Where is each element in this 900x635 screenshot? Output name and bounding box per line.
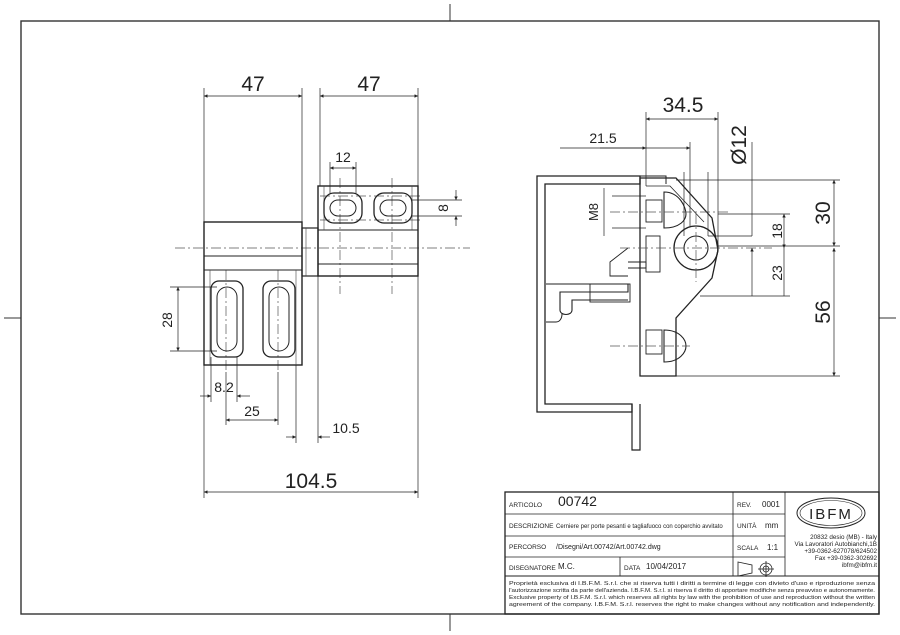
label-path: PERCORSO: [509, 544, 546, 551]
label-unit: UNITÀ: [737, 521, 757, 530]
right-leaf: [317, 185, 419, 277]
dim-8: 8: [435, 204, 451, 212]
notice-line-4: agreement of the company. I.B.F.M. S.r.l…: [509, 602, 876, 608]
address-line-2: Via Lavoratori Autobianchi,1B: [795, 541, 878, 548]
address-line-1: 20832 desio (MB) - Italy: [810, 534, 878, 541]
dim-8-2: 8.2: [214, 379, 234, 395]
label-scale: SCALA: [737, 545, 759, 552]
value-date: 10/04/2017: [646, 562, 687, 571]
dim-18: 18: [769, 223, 785, 239]
notice-line-2: l'autorizzazione scritta da parte dell'a…: [509, 588, 875, 594]
dim-47-right: 47: [357, 73, 380, 96]
front-view: [175, 178, 470, 372]
sheet-frame: [4, 4, 896, 631]
value-unit: mm: [765, 521, 779, 530]
notice-line-3: Exclusive property of I.B.F.M. S.r.l. wh…: [509, 595, 875, 601]
company-logo: IBFM: [796, 497, 866, 529]
side-dimensions: [560, 112, 840, 377]
value-rev: 0001: [762, 500, 780, 509]
dim-30: 30: [812, 201, 835, 224]
dim-diameter-12: Ø12: [728, 125, 751, 165]
dim-34-5: 34.5: [663, 94, 704, 117]
label-description: DESCRIZIONE: [509, 523, 554, 530]
dim-25: 25: [244, 403, 260, 419]
title-block: ARTICOLO 00742 REV. 0001 DESCRIZIONE Cer…: [504, 491, 880, 615]
logo-text: IBFM: [809, 506, 853, 523]
side-dimension-labels: 34.5 21.5 Ø12 M8 30 18 23 56: [586, 94, 835, 324]
label-article: ARTICOLO: [509, 502, 542, 509]
dim-28: 28: [159, 312, 175, 328]
dim-23: 23: [769, 265, 785, 281]
dim-12: 12: [335, 149, 351, 165]
right-leaf-slots: [323, 192, 413, 224]
company-address: 20832 desio (MB) - Italy Via Lavoratori …: [795, 534, 878, 569]
label-designer: DISEGNATORE: [509, 565, 556, 572]
label-rev: REV.: [737, 502, 752, 509]
dim-21-5: 21.5: [589, 130, 616, 146]
address-line-3: +39-0362-627078/624502: [804, 548, 877, 555]
front-dimension-labels: 47 47 12 8 28 8.2 25 10.5 104.5: [159, 73, 451, 493]
projection-symbol-icon: [737, 561, 774, 577]
value-description: Cerniere per porte pesanti e tagliafuoco…: [556, 524, 723, 530]
label-date: DATA: [624, 565, 641, 572]
side-centerlines: [610, 211, 772, 347]
value-article: 00742: [558, 493, 597, 509]
legal-notice: Proprietà esclusiva di I.B.F.M. S.r.l. c…: [509, 581, 876, 608]
address-line-4: Fax +39-0362-302692: [815, 555, 878, 562]
front-centerlines: [175, 178, 470, 372]
left-leaf-slots: [210, 280, 296, 358]
dim-104-5: 104.5: [285, 470, 338, 493]
notice-line-1: Proprietà esclusiva di I.B.F.M. S.r.l. c…: [509, 581, 876, 587]
dim-10-5: 10.5: [332, 420, 359, 436]
value-path: /Disegni/Art.00742/Art.00742.dwg: [556, 544, 661, 551]
front-dimensions: [170, 88, 462, 498]
value-designer: M.C.: [558, 562, 575, 571]
value-scale: 1:1: [767, 543, 779, 552]
dim-m8: M8: [586, 203, 601, 221]
pin-barrel: [301, 227, 319, 277]
left-leaf: [203, 221, 303, 366]
dim-56: 56: [812, 300, 835, 323]
side-view: [536, 175, 719, 451]
dim-47-left: 47: [241, 73, 264, 96]
address-line-5: ibfm@ibfm.it: [842, 562, 877, 569]
